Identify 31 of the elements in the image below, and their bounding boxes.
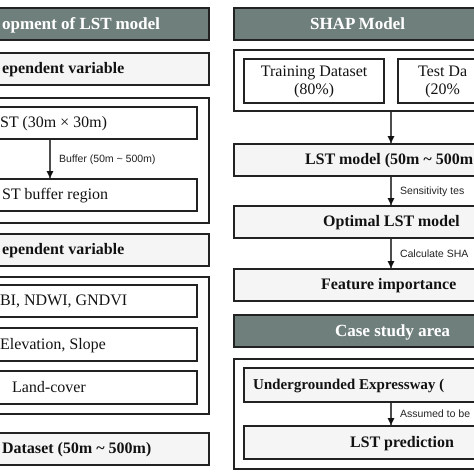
arrow <box>46 140 54 178</box>
item-box: Test Da (20% <box>397 58 474 104</box>
step-box: Dataset (50m ~ 500m) <box>0 432 210 466</box>
edge-label: Calculate SHA <box>399 248 470 260</box>
edge-label: Sensitivity tes <box>399 185 466 197</box>
step-box: Feature importance <box>233 268 474 302</box>
header-band: SHAP Model <box>233 7 474 41</box>
step-box: ependent variable <box>0 233 210 267</box>
group-frame <box>0 276 210 415</box>
item-box: Training Dataset (80%) <box>243 58 385 104</box>
header-band: opment of LST model <box>0 7 210 41</box>
arrow <box>388 177 394 205</box>
arrow <box>388 112 394 143</box>
step-box: ependent variable <box>0 52 210 86</box>
step-box: Optimal LST model <box>233 205 474 239</box>
edge-label: Buffer (50m ~ 500m) <box>58 153 156 165</box>
item-box: BI, NDWI, GNDVI <box>0 284 198 318</box>
item-box: Elevation, Slope <box>0 327 198 362</box>
step-box: LST model (50m ~ 500m <box>233 143 474 177</box>
step-box: Undergrounded Expressway ( <box>243 367 474 403</box>
arrow <box>388 239 394 268</box>
group-frame <box>233 49 474 112</box>
group-frame <box>233 358 474 470</box>
step-box: LST prediction <box>243 425 474 460</box>
item-box: Land-cover <box>0 370 198 405</box>
item-box: ST buffer region <box>0 178 198 212</box>
arrow <box>388 403 394 425</box>
header-band: Case study area <box>233 314 474 348</box>
edge-label: Assumed to be <box>399 408 472 420</box>
item-box: ST (30m × 30m) <box>0 106 198 140</box>
group-frame <box>0 97 210 224</box>
